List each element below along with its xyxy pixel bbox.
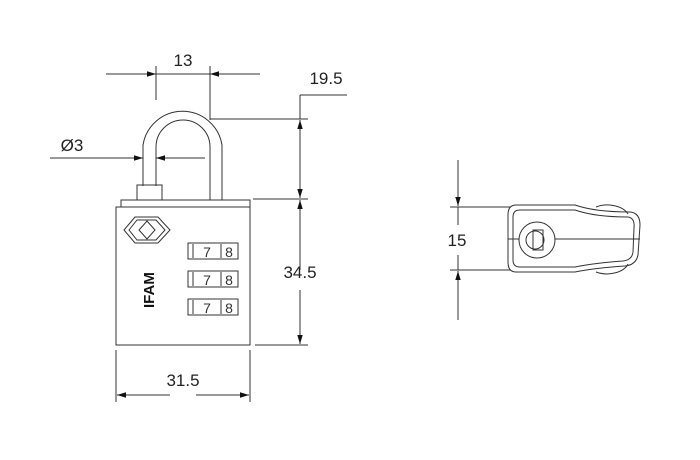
dial-1-right: 8 bbox=[225, 244, 233, 260]
dial-2[interactable] bbox=[187, 270, 239, 288]
dial-1[interactable] bbox=[187, 242, 239, 260]
brand-logo: IFAM bbox=[141, 272, 158, 308]
dial-3-right: 8 bbox=[225, 300, 233, 316]
dim-diameter-label: Ø3 bbox=[61, 136, 84, 155]
shackle bbox=[142, 110, 223, 200]
dim-19-5-label: 19.5 bbox=[309, 69, 342, 88]
diamond-logo-icon bbox=[123, 216, 171, 244]
dial-2-left: 7 bbox=[203, 272, 211, 288]
dim-31-5-label: 31.5 bbox=[166, 371, 199, 390]
side-view bbox=[507, 204, 641, 275]
dim-34-5-label: 34.5 bbox=[283, 263, 316, 282]
dial-1-left: 7 bbox=[203, 244, 211, 260]
dim-13-label: 13 bbox=[174, 51, 193, 70]
dial-2-right: 8 bbox=[225, 272, 233, 288]
body-cap bbox=[120, 199, 251, 208]
dim-15-label: 15 bbox=[448, 231, 467, 250]
dial-3[interactable] bbox=[187, 298, 239, 316]
shackle-collar bbox=[136, 184, 163, 201]
lock-body bbox=[115, 206, 251, 346]
dial-3-left: 7 bbox=[203, 300, 211, 316]
